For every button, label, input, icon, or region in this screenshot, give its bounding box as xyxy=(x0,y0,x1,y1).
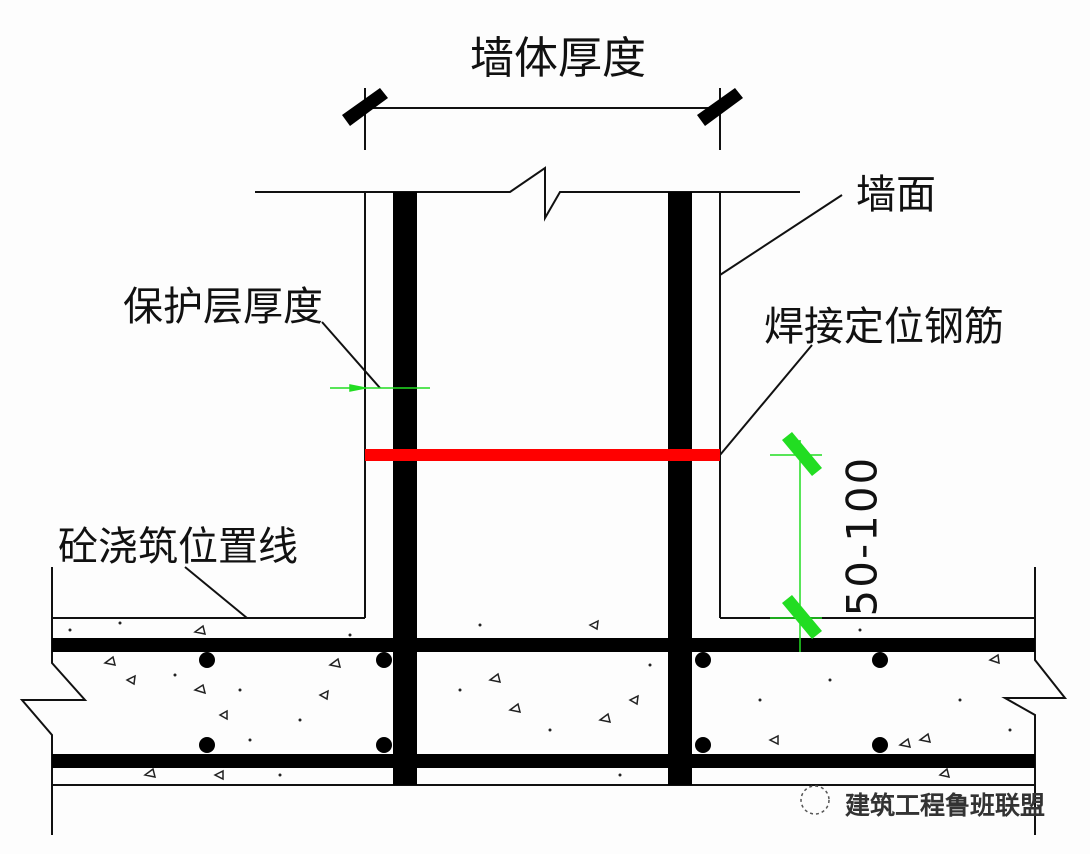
green-tick-top xyxy=(782,432,822,476)
dim-tick-right xyxy=(697,88,743,126)
watermark-logo xyxy=(800,785,830,815)
cover-thickness-label: 保护层厚度 xyxy=(123,284,323,330)
leader-pour-line xyxy=(184,566,248,619)
slab-bottom-rebar xyxy=(52,754,1035,768)
leader-cover xyxy=(321,321,381,389)
wall-top-break-line xyxy=(255,166,800,222)
wall-thickness-label: 墙体厚度 xyxy=(470,33,646,84)
slab-top-rebar xyxy=(52,638,1035,652)
wall-face-label: 墙面 xyxy=(856,172,936,218)
leader-positioning-bar xyxy=(719,344,813,456)
positioning-rebar-label: 焊接定位钢筋 xyxy=(764,304,1004,350)
welded-positioning-rebar xyxy=(365,449,720,461)
dim-tick-left xyxy=(342,88,388,126)
green-tick-bottom xyxy=(782,595,822,639)
watermark-text: 建筑工程鲁班联盟 xyxy=(845,791,1046,820)
vertical-rebar-left xyxy=(393,192,417,785)
aggregate-marks xyxy=(103,619,1000,781)
slab-top-left xyxy=(19,567,88,835)
pour-line-label: 砼浇筑位置线 xyxy=(58,524,298,570)
vertical-rebar-right xyxy=(668,192,692,785)
dimension-range-label: 50-100 xyxy=(837,455,887,617)
leader-wall-face xyxy=(719,194,843,276)
